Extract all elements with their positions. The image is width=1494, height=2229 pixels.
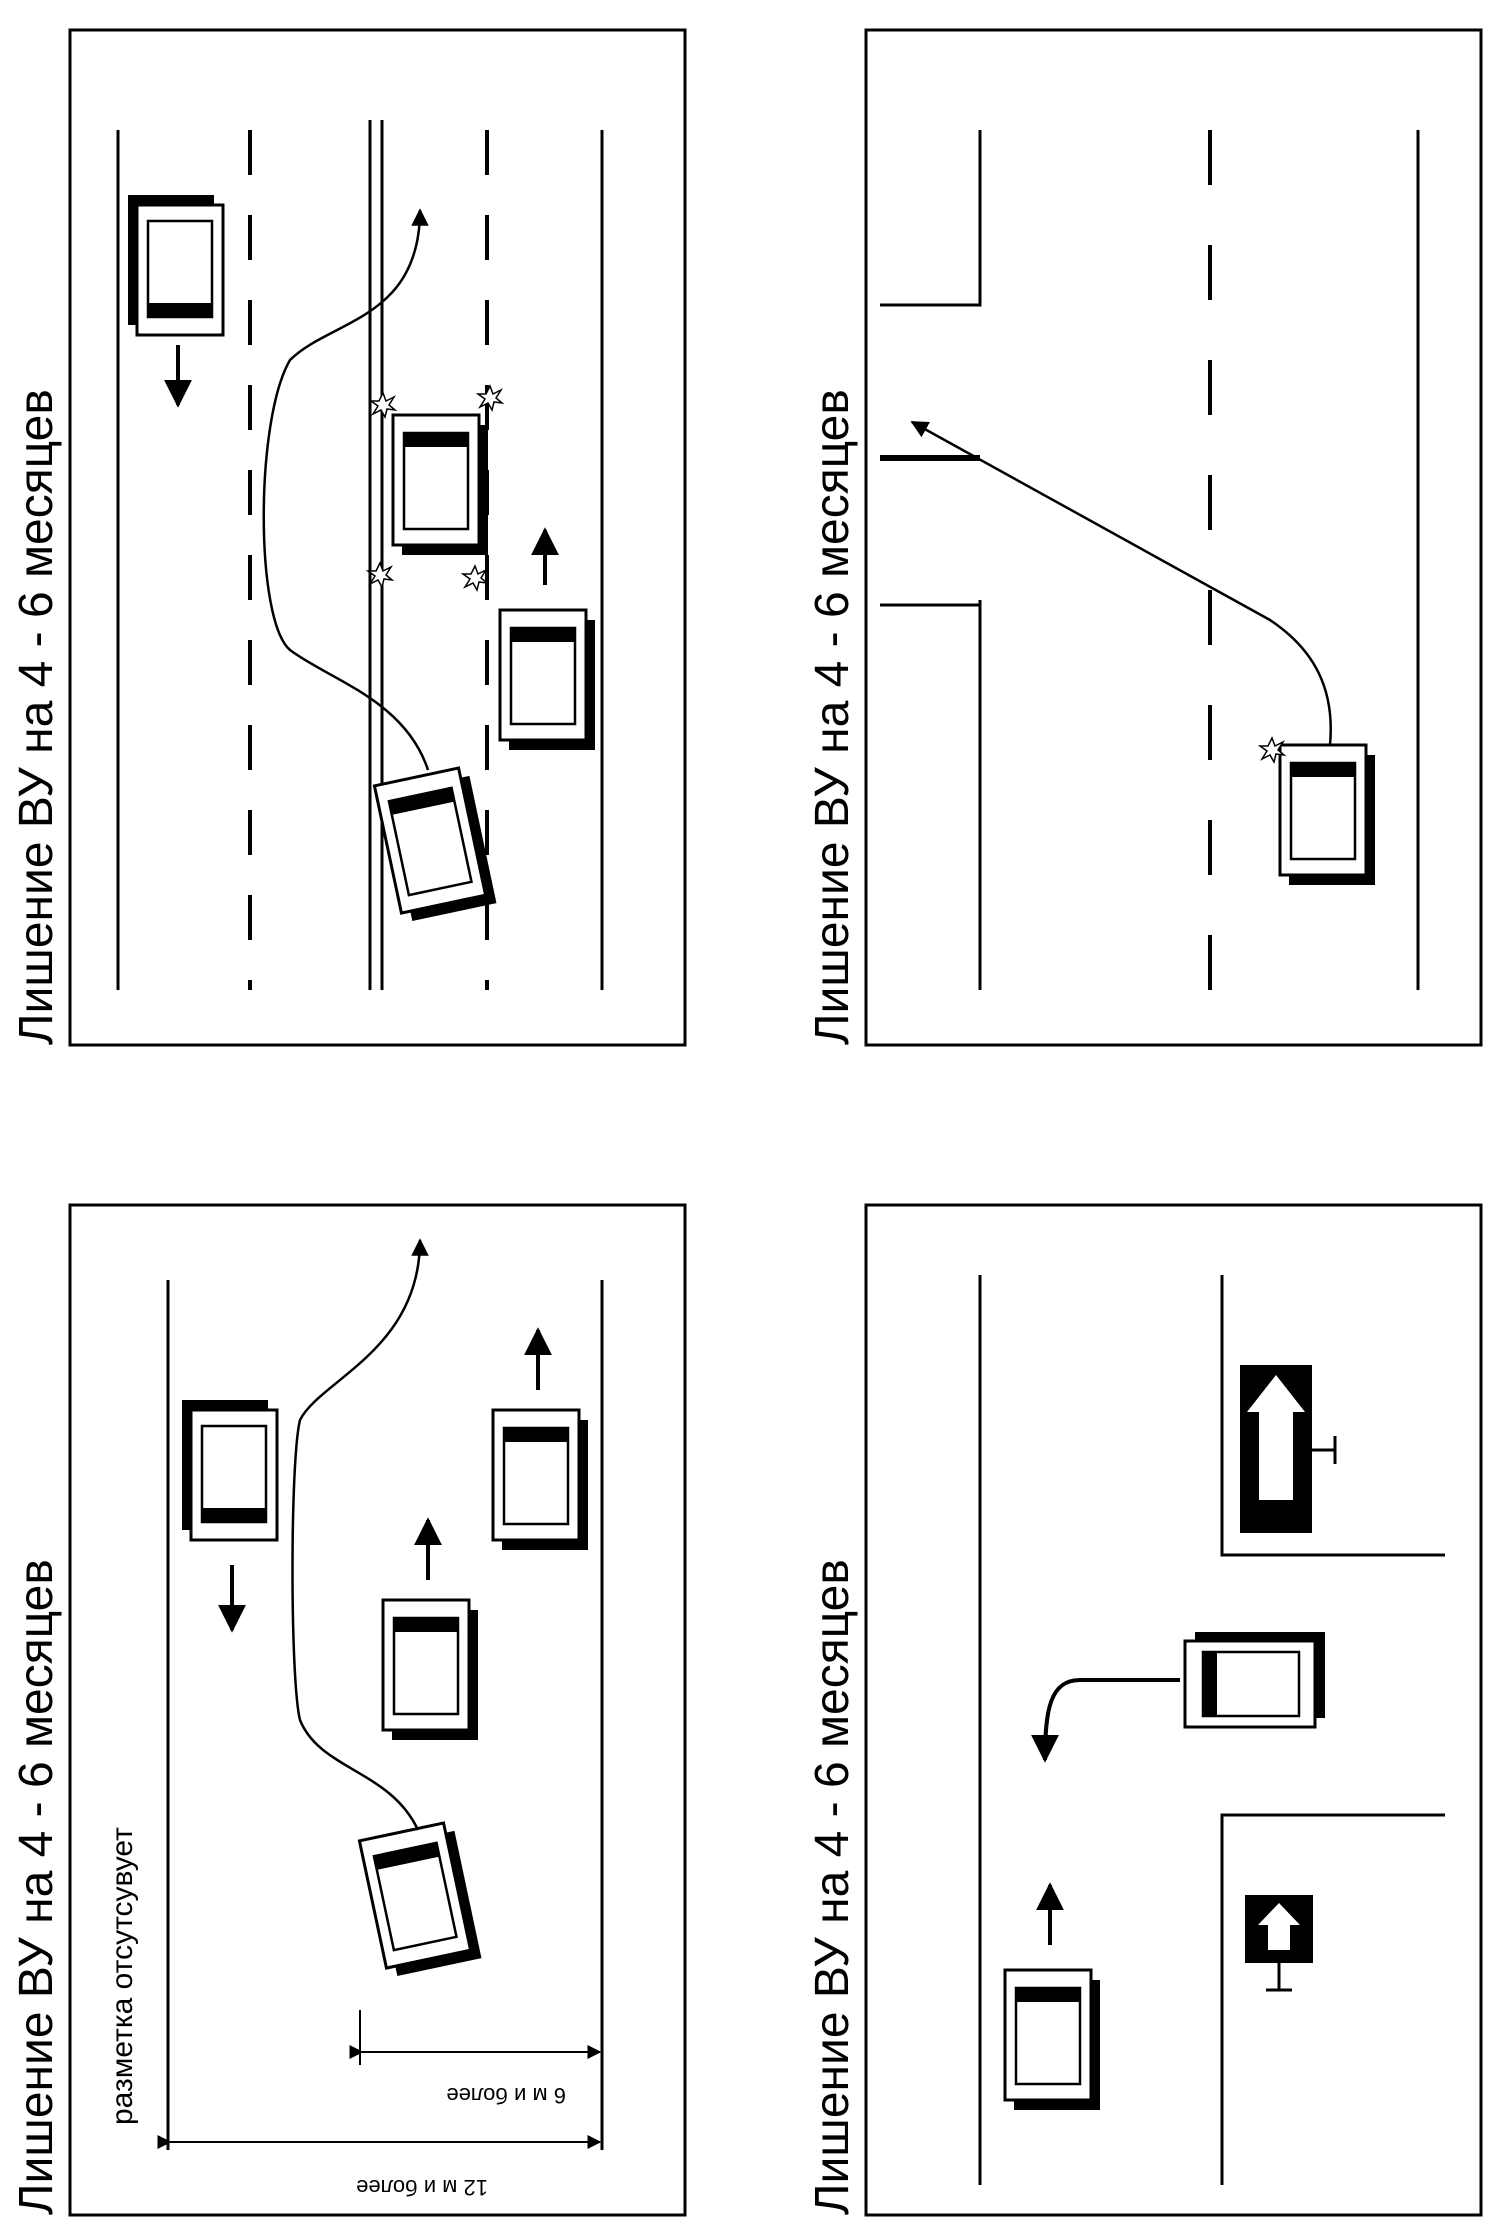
car-right <box>491 1408 590 1552</box>
panel-top-left: Лишение ВУ на 4 - 6 месяцев 12 м и более… <box>10 1203 687 2217</box>
car-middle <box>381 1598 480 1742</box>
trajectory <box>291 1238 429 1831</box>
burst-icon <box>462 565 488 591</box>
trajectory <box>262 208 430 771</box>
burst-icon <box>367 562 393 588</box>
car-main-road <box>1003 1968 1102 2112</box>
dimension-label-12m: 12 м и более <box>356 2175 488 2200</box>
dimension-label-6m: 6 м и более <box>446 2083 566 2108</box>
one-way-entry-sign-icon <box>1245 1895 1313 1992</box>
panel-frame <box>864 28 1483 1047</box>
markings-note: разметка отсутсувует <box>106 1827 139 2125</box>
curb-bottom <box>1220 1813 1445 2185</box>
panel-bottom-left: Лишение ВУ на 4 - 6 месяцев <box>806 1203 1483 2217</box>
burst-icon <box>477 385 503 411</box>
panel-caption: Лишение ВУ на 4 - 6 месяцев <box>10 1559 63 2215</box>
trajectory <box>910 420 1332 746</box>
panel-frame <box>68 28 687 1047</box>
burst-icon <box>370 392 396 418</box>
car-right-lane <box>498 608 597 752</box>
car-oncoming <box>180 1398 279 1542</box>
car-overtaking <box>357 1819 483 1980</box>
one-way-sign-icon <box>1240 1365 1337 1533</box>
panel-top-right: Лишение ВУ на 4 - 6 месяцев <box>10 28 687 1047</box>
panel-frame <box>864 1203 1483 2217</box>
curb-top <box>1220 1275 1445 1557</box>
car-turning <box>1183 1630 1327 1729</box>
car-oncoming <box>126 193 225 337</box>
car-turning <box>1278 743 1377 887</box>
corner-bottom <box>880 603 982 990</box>
corner-top <box>880 130 982 307</box>
trajectory-turn-icon <box>1031 1678 1180 1763</box>
panel-caption: Лишение ВУ на 4 - 6 месяцев <box>806 389 859 1045</box>
car-stopped <box>391 413 490 557</box>
panel-bottom-right: Лишение ВУ на 4 - 6 месяцев <box>806 28 1483 1047</box>
car-overtaking <box>372 764 498 925</box>
panel-caption: Лишение ВУ на 4 - 6 месяцев <box>10 389 63 1045</box>
panel-frame <box>68 1203 687 2217</box>
panel-caption: Лишение ВУ на 4 - 6 месяцев <box>806 1559 859 2215</box>
